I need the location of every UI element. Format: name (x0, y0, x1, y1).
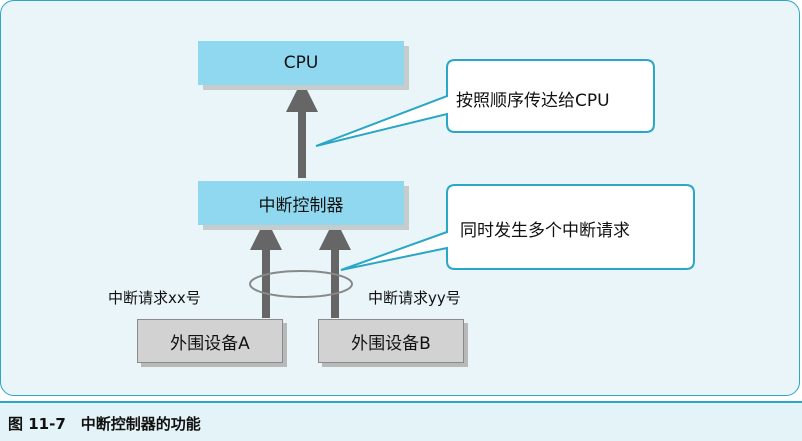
request-b-label: 中断请求yy号 (368, 289, 461, 307)
device-b-box: 外围设备B (318, 319, 464, 363)
device-a-box: 外围设备A (137, 319, 283, 363)
request-a-label: 中断请求xx号 (108, 289, 201, 307)
simultaneous-ellipse (249, 270, 353, 298)
callout-bottom-text: 同时发生多个中断请求 (460, 221, 630, 241)
callout-top-text: 按照顺序传达给CPU (456, 91, 610, 111)
interrupt-controller-box: 中断控制器 (198, 181, 404, 225)
cpu-box: CPU (198, 41, 404, 85)
device-b-label: 外围设备B (351, 333, 431, 354)
device-a-label: 外围设备A (170, 333, 250, 354)
diagram-graphics (249, 59, 695, 318)
controller-label: 中断控制器 (258, 195, 344, 216)
callout-bottom-bubble (340, 184, 695, 271)
figure-caption: 图 11-7 中断控制器的功能 (8, 415, 201, 433)
cpu-label: CPU (283, 53, 319, 73)
caption-bar (0, 401, 802, 441)
callout-top-bubble (315, 59, 655, 147)
